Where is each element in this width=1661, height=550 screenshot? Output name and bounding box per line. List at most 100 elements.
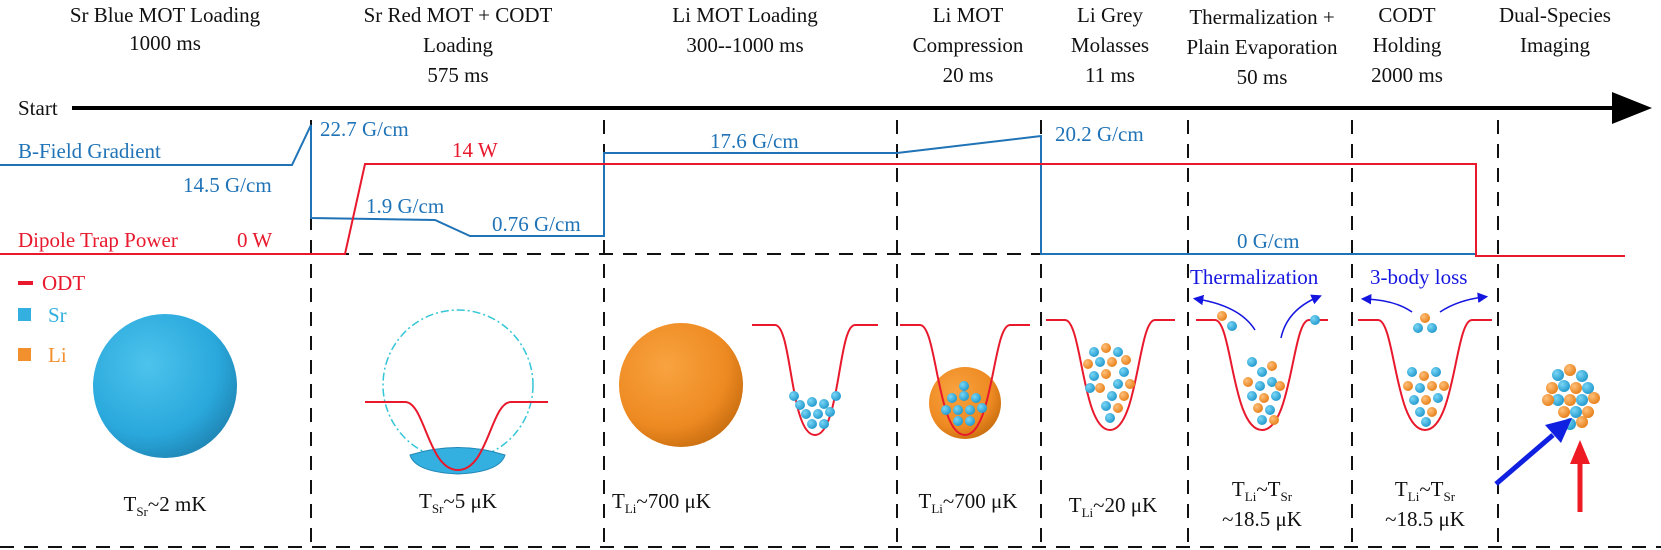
atoms-imaging [1542, 364, 1600, 430]
li-atom-15 [1576, 416, 1588, 428]
dipole-name: Dipole Trap Power [18, 228, 178, 252]
sr-atom-7 [1552, 394, 1564, 406]
li-atom-11 [1095, 383, 1105, 393]
li-atom-3 [1546, 382, 1558, 394]
temp-stage6-line2: ~18.5 μK [1222, 507, 1302, 531]
sr-blue-mot-cloud [93, 314, 237, 458]
thermalization-arrow-left [1192, 294, 1256, 331]
li-atom-2 [1267, 361, 1277, 371]
legend-li-swatch [18, 348, 31, 361]
sr-atom-9 [1415, 407, 1425, 417]
sr-atom-1 [959, 391, 969, 401]
sr-atom-9 [1576, 394, 1588, 406]
li-atom-8 [1564, 394, 1576, 406]
li-atom-14 [1217, 311, 1227, 321]
sr-atom-15 [1427, 323, 1437, 333]
temp-stage6: TLi~TSr [1232, 477, 1293, 504]
atoms-stage5 [1083, 343, 1135, 423]
sr-atom-1 [807, 397, 817, 407]
sr-atom-4 [1255, 381, 1265, 391]
sr-atom-0 [947, 393, 957, 403]
imaging-beam-blue-arrowhead-icon [1545, 418, 1572, 443]
legend-sr-label: Sr [48, 303, 67, 327]
sr-atom-14 [1101, 401, 1111, 411]
sr-atom-16 [1105, 413, 1115, 423]
sr-atom-10 [1265, 405, 1275, 415]
odt-trap-stage6 [1196, 319, 1328, 432]
li-atom-6 [1107, 357, 1117, 367]
stage-5-title: Li Grey [1077, 3, 1143, 27]
legend-li-label: Li [48, 343, 67, 367]
timeline-start-label: Start [18, 96, 58, 120]
sr-atom-8 [1271, 391, 1281, 401]
stage-4-title: Li MOT [933, 3, 1004, 27]
temp-stage7: TLi~TSr [1395, 477, 1456, 504]
stage-8-line2: Imaging [1520, 33, 1590, 57]
stage-1-title: Sr Blue MOT Loading [70, 3, 261, 27]
li-atom-3 [1403, 381, 1413, 391]
legend-odt-label: ODT [42, 271, 85, 295]
sr-atom-0 [1407, 367, 1417, 377]
li-compressed-cloud [929, 367, 1001, 439]
li-atom-3 [1243, 377, 1253, 387]
sr-atom-6 [1409, 395, 1419, 405]
three-body-arrow-right [1439, 292, 1489, 313]
sr-red-mot-scene [365, 309, 548, 475]
sr-atom-18 [1085, 383, 1095, 393]
temp-stage4: TLi~700 μK [919, 489, 1018, 516]
b-field-label-17-6: 17.6 G/cm [710, 129, 799, 153]
stage-3-duration: 300--1000 ms [686, 33, 803, 57]
stage-4-duration: 20 ms [943, 63, 994, 87]
sr-atom-6 [1247, 391, 1257, 401]
li-atom-1 [1101, 343, 1111, 353]
imaging-beam-blue [1494, 433, 1555, 486]
stage-6-duration: 50 ms [1237, 65, 1288, 89]
sr-atom-3 [801, 409, 811, 419]
stage-4-line2: Compression [913, 33, 1024, 57]
sr-atom-0 [1247, 357, 1257, 367]
li-atom-11 [1558, 406, 1570, 418]
sr-atom-6 [807, 419, 817, 429]
li-atom-1 [1419, 371, 1429, 381]
li-atom-3 [1121, 355, 1131, 365]
sr-atom-5 [825, 407, 835, 417]
sr-atom-8 [965, 416, 975, 426]
stage-2-line2: Loading [423, 33, 493, 57]
sr-atom-7 [819, 419, 829, 429]
legend-sr-swatch [18, 308, 31, 321]
sr-atom-2 [1113, 347, 1123, 357]
b-field-label-0-76: 0.76 G/cm [492, 212, 581, 236]
stage-8-title: Dual-Species [1499, 3, 1611, 27]
timeline: Start [18, 92, 1652, 124]
li-atom-10 [1588, 392, 1600, 404]
li-atom-13 [1275, 381, 1285, 391]
sr-atom-14 [1413, 323, 1423, 333]
dipole-label-0w: 0 W [237, 228, 272, 252]
atoms-stage4 [941, 381, 987, 426]
li-mot-cloud [619, 323, 743, 447]
stage-dividers [310, 120, 1499, 550]
sr-atom-12 [1570, 406, 1582, 418]
li-atom-17 [1125, 379, 1135, 389]
sr-atom-2 [1576, 370, 1588, 382]
sr-atom-6 [1582, 382, 1594, 394]
li-atom-1 [1564, 364, 1576, 376]
temp-stage2: TSr~5 μK [419, 489, 497, 516]
b-field-label-14-5: 14.5 G/cm [183, 173, 272, 197]
thermalization-annotation: Thermalization [1190, 265, 1319, 289]
sr-atom-0 [1089, 347, 1099, 357]
sr-atom-3 [941, 405, 951, 415]
sr-atom-4 [1558, 380, 1570, 392]
b-field-label-1-9: 1.9 G/cm [366, 194, 444, 218]
stage-5-duration: 11 ms [1085, 63, 1135, 87]
sr-atom-2 [1431, 367, 1441, 377]
stage-2-title: Sr Red MOT + CODT [364, 3, 553, 27]
stage-3-title: Li MOT Loading [672, 3, 818, 27]
sr-atom-10 [1113, 379, 1123, 389]
thermalization-arrow-right [1280, 294, 1322, 339]
odt-trap-stage3 [752, 324, 878, 437]
sr-atom-16 [1310, 315, 1320, 325]
three-body-loss-annotation: 3-body loss [1370, 265, 1467, 289]
